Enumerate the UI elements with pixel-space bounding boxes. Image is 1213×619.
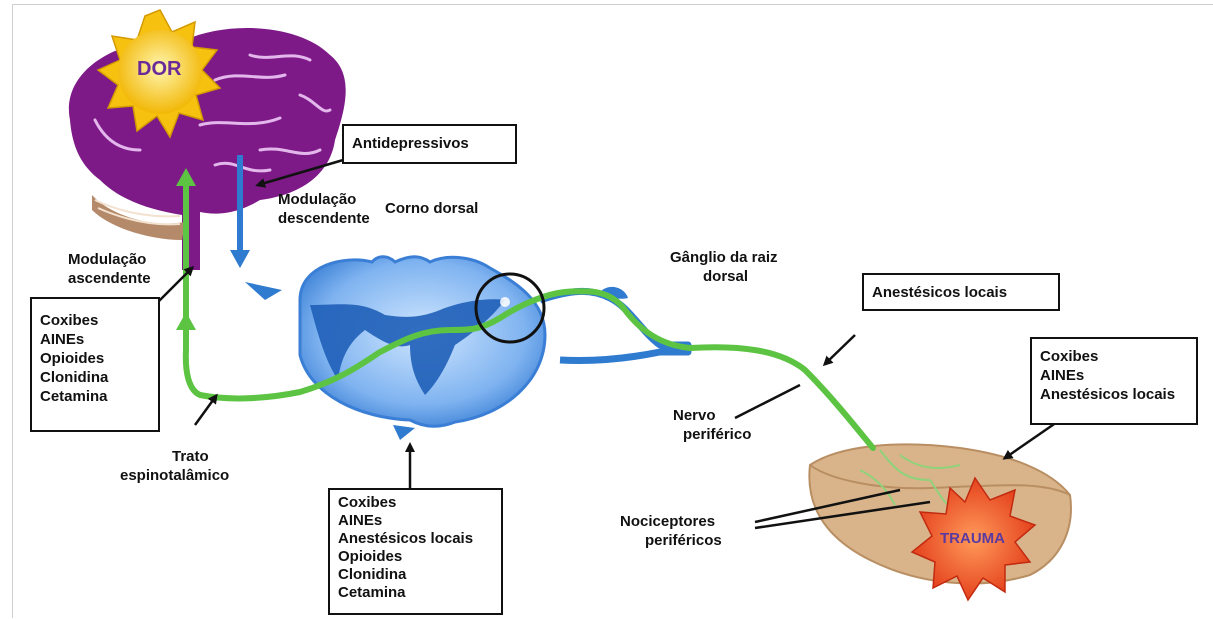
- box-line: Anestésicos locais: [872, 283, 1050, 302]
- box-line: Coxibes: [40, 311, 150, 330]
- box-right-drugs: Coxibes AINEs Anestésicos locais: [1030, 337, 1198, 425]
- box-line: Antidepressivos: [352, 134, 507, 153]
- box-line: Opioides: [40, 349, 150, 368]
- label-nociceptores: Nociceptores periféricos: [620, 512, 722, 550]
- label-line: ascendente: [68, 269, 151, 288]
- box-line: Anestésicos locais: [1040, 385, 1188, 404]
- label-line: dorsal: [670, 267, 778, 286]
- box-line: Cetamina: [40, 387, 150, 406]
- box-line: Clonidina: [40, 368, 150, 387]
- arrow-right-drugs: [1005, 420, 1060, 458]
- label-line: descendente: [278, 209, 370, 228]
- box-line: Coxibes: [1040, 347, 1188, 366]
- trauma-label: TRAUMA: [940, 530, 1005, 547]
- label-line: Nervo: [673, 406, 751, 425]
- label-line: Modulação: [278, 190, 370, 209]
- label-trato: Trato espinotalâmico: [120, 447, 229, 485]
- arrow-anestesicos: [825, 335, 855, 364]
- label-ganglio: Gânglio da raiz dorsal: [670, 248, 778, 286]
- label-corno-dorsal: Corno dorsal: [385, 199, 478, 218]
- box-line: AINEs: [40, 330, 150, 349]
- box-anestesicos-locais: Anestésicos locais: [862, 273, 1060, 311]
- descending-arrowhead: [230, 250, 250, 268]
- label-line: Nociceptores: [620, 512, 722, 531]
- label-modulacao-ascendente: Modulação ascendente: [68, 250, 151, 288]
- box-line: Anestésicos locais: [338, 530, 493, 548]
- box-line: AINEs: [1040, 366, 1188, 385]
- label-line: periféricos: [620, 531, 722, 550]
- box-line: Opioides: [338, 548, 493, 566]
- sun-label: DOR: [137, 58, 181, 81]
- box-line: Cetamina: [338, 584, 493, 602]
- box-antidepressivos: Antidepressivos: [342, 124, 517, 164]
- label-line: periférico: [673, 425, 751, 444]
- box-line: Clonidina: [338, 566, 493, 584]
- box-line: Coxibes: [338, 494, 493, 512]
- box-bottom-drugs: Coxibes AINEs Anestésicos locais Opioide…: [328, 488, 503, 615]
- spinal-cord: [245, 257, 545, 440]
- arrow-trato: [195, 396, 216, 425]
- synapse-dot: [500, 297, 510, 307]
- label-line: espinotalâmico: [120, 466, 229, 485]
- box-left-drugs: Coxibes AINEs Opioides Clonidina Cetamin…: [30, 297, 160, 432]
- label-nervo-periferico: Nervo periférico: [673, 406, 751, 444]
- label-line: Modulação: [68, 250, 151, 269]
- label-line: Trato: [120, 447, 229, 466]
- label-modulacao-descendente: Modulação descendente: [278, 190, 370, 228]
- label-line: Gânglio da raiz: [670, 248, 778, 267]
- box-line: AINEs: [338, 512, 493, 530]
